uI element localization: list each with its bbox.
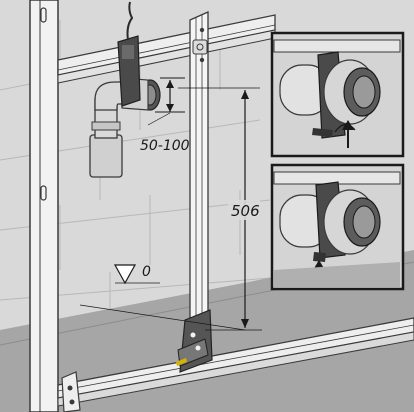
frame-bottom-rail xyxy=(57,317,414,407)
arrow-down-icon xyxy=(241,319,249,328)
floor-level-marker: 0 xyxy=(79,264,246,331)
left-foot-bracket xyxy=(61,371,81,412)
center-mounting-post xyxy=(189,10,209,353)
frame-top-rail xyxy=(57,14,276,84)
height-label: 506 xyxy=(231,202,260,220)
arrow-up-icon xyxy=(166,80,174,88)
dimension-50-100: 50-100 xyxy=(140,77,190,154)
frame-left-post xyxy=(29,0,59,412)
foot-bracket xyxy=(176,309,213,373)
floor-level-label: 0 xyxy=(142,264,151,280)
dimension-506: 506 xyxy=(178,87,262,331)
detail-inset-bottom xyxy=(270,163,405,291)
arrow-up-icon xyxy=(241,90,249,99)
pipe-clamp xyxy=(117,1,141,107)
detail-inset-top xyxy=(270,31,405,158)
level-triangle-icon xyxy=(113,264,137,285)
waste-pipe xyxy=(89,81,129,178)
arrow-down-icon xyxy=(166,104,174,112)
offset-range-label: 50-100 xyxy=(140,138,190,154)
